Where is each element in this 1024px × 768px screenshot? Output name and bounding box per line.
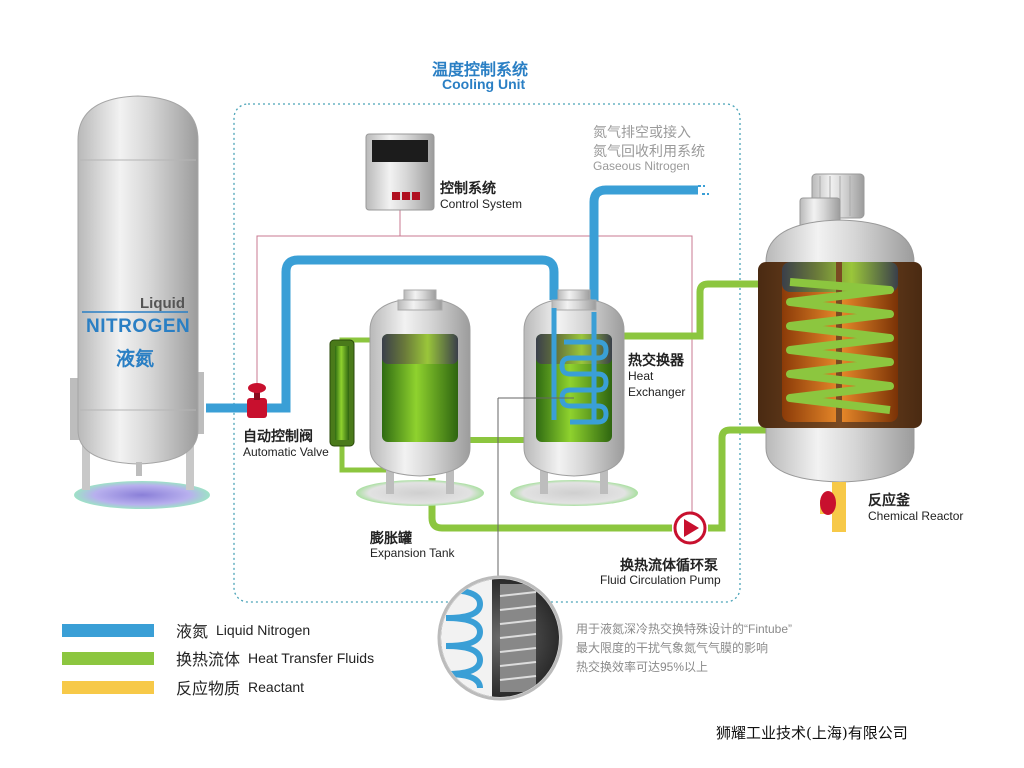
- gaseous-nitrogen-cn-2: 氮气回收利用系统: [593, 143, 705, 159]
- fintube-note-line-3: 热交换效率可达95%以上: [576, 660, 709, 674]
- legend-swatch-heat-transfer: [62, 651, 154, 665]
- company-name: 狮耀工业技术(上海)有限公司: [716, 724, 908, 742]
- legend-cn: 反应物质: [176, 681, 241, 698]
- legend-cn: 换热流体: [176, 652, 241, 669]
- legend-item-reactant: 反应物质 Reactant: [62, 677, 305, 698]
- fintube-note: 用于液氮深冷热交换特殊设计的“Fintube” 最大限度的干扰气象氮气气膜的影响…: [576, 620, 792, 677]
- fintube-note-line-2: 最大限度的干扰气象氮气气膜的影响: [576, 641, 769, 655]
- heat-fluid-from-reactor: [708, 426, 782, 532]
- heat-exchanger-en-1: Heat: [628, 369, 654, 383]
- legend-swatch-reactant: [62, 680, 154, 694]
- pump-icon: [673, 511, 707, 545]
- liquid-nitrogen-line: [206, 255, 559, 413]
- cooling-unit-title-en: Cooling Unit: [442, 76, 526, 92]
- expansion-tank-en: Expansion Tank: [370, 546, 455, 560]
- sight-glass: [329, 339, 355, 447]
- tank-liquid-label: Liquid: [140, 295, 185, 312]
- legend-en: Liquid Nitrogen: [216, 622, 311, 638]
- chemical-reactor-en: Chemical Reactor: [868, 509, 964, 523]
- liquid-nitrogen-tank: [70, 95, 210, 509]
- control-system-en: Control System: [440, 197, 523, 211]
- gaseous-nitrogen-en: Gaseous Nitrogen: [593, 159, 690, 173]
- heat-fluid-return: [428, 478, 672, 532]
- expansion-tank-cn: 膨胀罐: [370, 530, 412, 546]
- legend-en: Reactant: [248, 679, 305, 695]
- fintube-note-line-1: 用于液氮深冷热交换特殊设计的“Fintube”: [576, 622, 793, 636]
- heat-exchanger-en-2: Exchanger: [628, 385, 686, 399]
- heat-exchanger: [497, 289, 638, 580]
- heat-fluid-to-reactor: [622, 280, 782, 340]
- legend-cn: 液氮: [176, 624, 209, 641]
- tank-nitrogen-label: NITROGEN: [86, 316, 191, 337]
- heat-exchanger-cn: 热交换器: [628, 352, 684, 368]
- legend-swatch-liquid-nitrogen: [62, 623, 154, 637]
- gaseous-nitrogen-outlet: [589, 185, 698, 312]
- chemical-reactor: [758, 173, 922, 532]
- automatic-valve-cn: 自动控制阀: [243, 428, 313, 444]
- cooling-unit-title-cn: 温度控制系统: [432, 62, 529, 79]
- expansion-tank: [356, 289, 484, 506]
- control-system-box: [365, 133, 435, 211]
- chemical-reactor-cn: 反应釜: [868, 492, 910, 508]
- nitrogen-puddle: [74, 481, 210, 509]
- gaseous-nitrogen-cn-1: 氮气排空或接入: [593, 124, 691, 140]
- control-system-cn: 控制系统: [440, 180, 496, 196]
- fintube-zoom-icon: [437, 575, 563, 701]
- automatic-valve-en: Automatic Valve: [243, 445, 329, 459]
- tank-cn-label: 液氮: [116, 349, 155, 370]
- legend-item-heat-transfer: 换热流体 Heat Transfer Fluids: [62, 648, 375, 669]
- valve-icon: [247, 383, 267, 418]
- legend-en: Heat Transfer Fluids: [248, 650, 375, 666]
- circulation-pump-en: Fluid Circulation Pump: [600, 573, 721, 587]
- legend-item-liquid-nitrogen: 液氮 Liquid Nitrogen: [62, 620, 311, 641]
- circulation-pump-cn: 换热流体循环泵: [620, 557, 718, 573]
